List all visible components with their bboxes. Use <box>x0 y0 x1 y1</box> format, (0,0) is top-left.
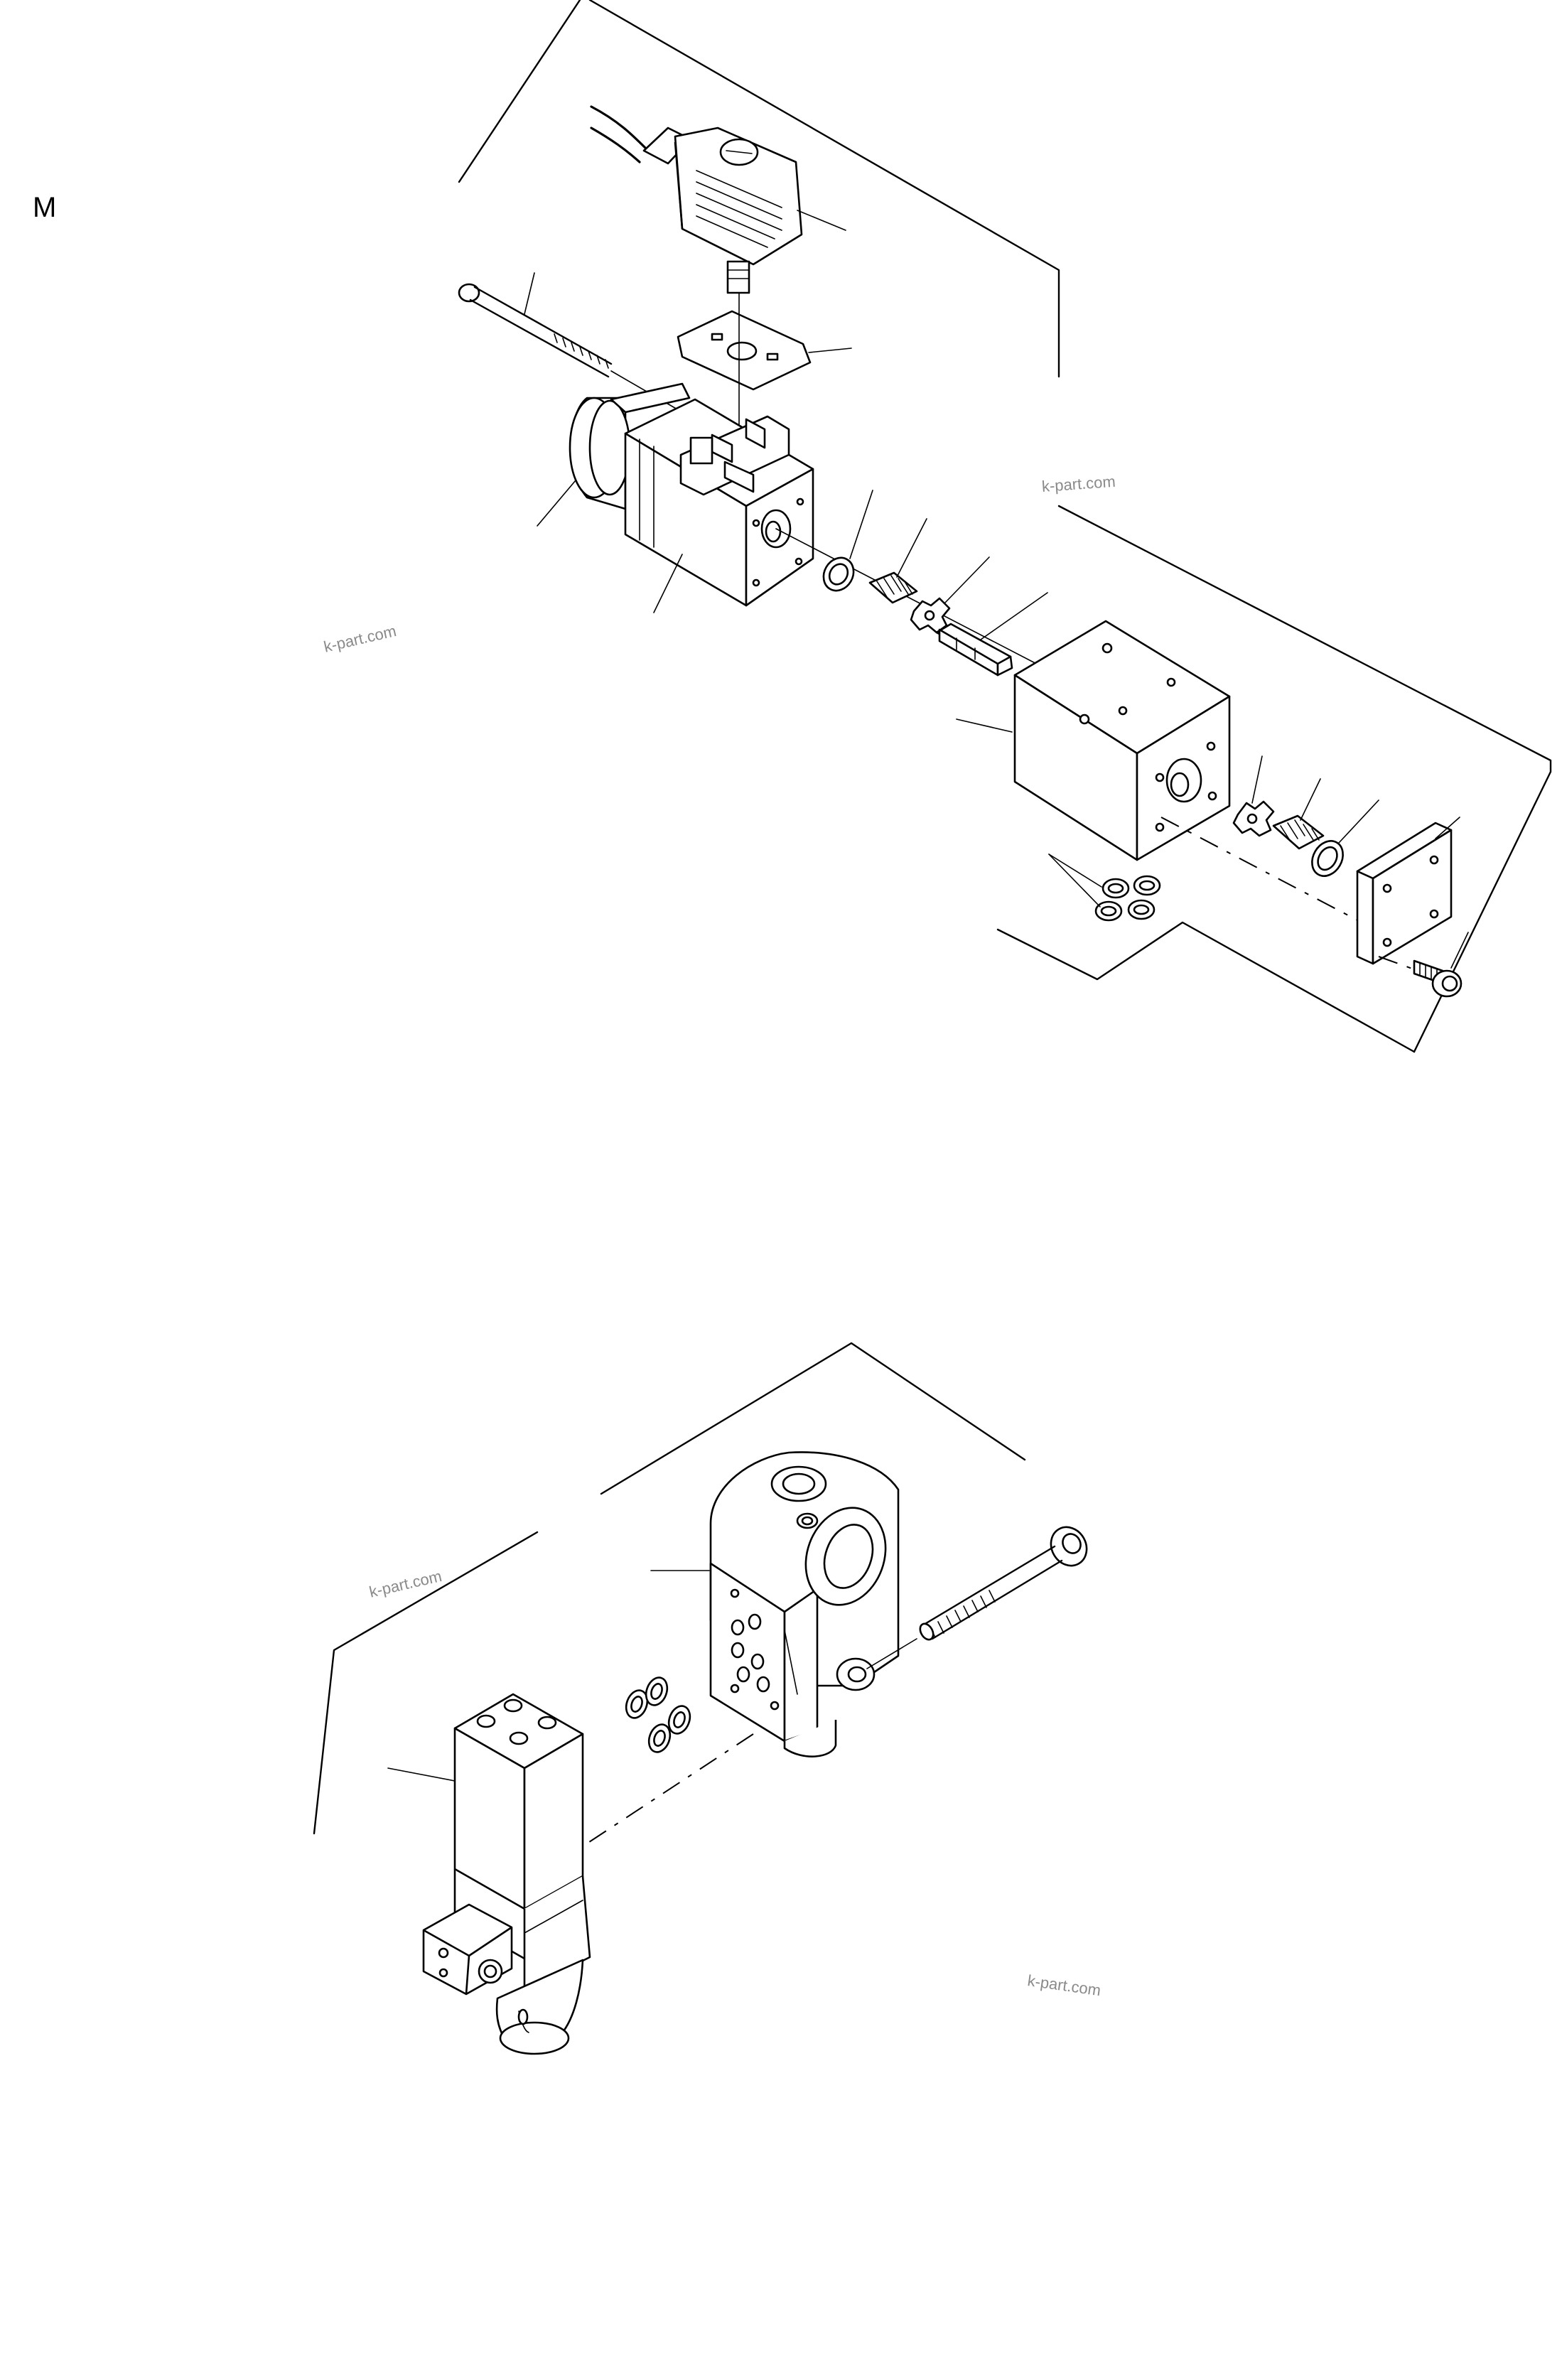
valve-body-block <box>1013 620 1231 861</box>
connector-cable <box>590 105 648 151</box>
leader-line <box>1300 778 1321 821</box>
o-ring <box>822 556 855 592</box>
leader-line <box>1338 799 1379 844</box>
leader-line <box>956 718 1013 733</box>
leader-line <box>896 518 927 578</box>
end-cover-plate <box>1356 822 1453 965</box>
long-bolt <box>919 1526 1088 1641</box>
connector-plug <box>642 126 803 294</box>
solenoid-valve <box>422 1693 591 2055</box>
leader-line <box>849 490 873 559</box>
leader-line <box>784 1630 798 1695</box>
spacer <box>910 597 951 634</box>
bottom-assembly <box>313 1342 1088 2055</box>
leader-line <box>797 210 846 231</box>
o-ring <box>1311 840 1344 877</box>
assembly-axis <box>1160 817 1365 925</box>
solenoid-housing <box>624 398 814 607</box>
leader-line <box>387 1767 456 1782</box>
group-boundary-left <box>313 1531 539 1835</box>
long-bolt <box>458 283 613 378</box>
connector-cable <box>590 126 641 163</box>
leader-line <box>980 592 1048 640</box>
leader-line <box>1450 932 1469 969</box>
cast-valve-body <box>709 1451 900 1757</box>
assembly-axis <box>775 528 1045 669</box>
leader-line <box>1048 854 1101 908</box>
solenoid-coil-sleeve <box>569 382 691 510</box>
spring <box>1272 814 1325 850</box>
group-boundary-top <box>458 0 581 183</box>
group-boundary-mid <box>1057 505 1552 1053</box>
o-ring-set <box>625 1676 691 1753</box>
top-assembly <box>458 0 1552 1053</box>
leader-line <box>537 480 576 527</box>
leader-line <box>653 554 683 613</box>
group-boundary-bottom <box>996 921 1416 1053</box>
valve-spool <box>935 623 1013 677</box>
connector-gasket <box>677 310 812 391</box>
group-boundary-top-right <box>588 0 1060 378</box>
assembly-axis <box>582 1733 754 1847</box>
group-boundary-top <box>600 1342 1026 1495</box>
leader-line <box>1435 817 1460 839</box>
assembly-axis <box>1378 956 1415 970</box>
leader-line <box>1048 854 1102 888</box>
leader-line <box>1251 755 1263 804</box>
assembly-axis <box>866 1638 917 1669</box>
o-ring-set <box>1094 875 1161 922</box>
spacer <box>1232 800 1275 837</box>
section-letter: M <box>33 192 57 223</box>
spring <box>868 571 918 604</box>
leader-line <box>944 556 990 603</box>
leader-line <box>524 272 535 315</box>
leader-line <box>808 348 852 353</box>
cap-screw <box>1413 959 1463 998</box>
